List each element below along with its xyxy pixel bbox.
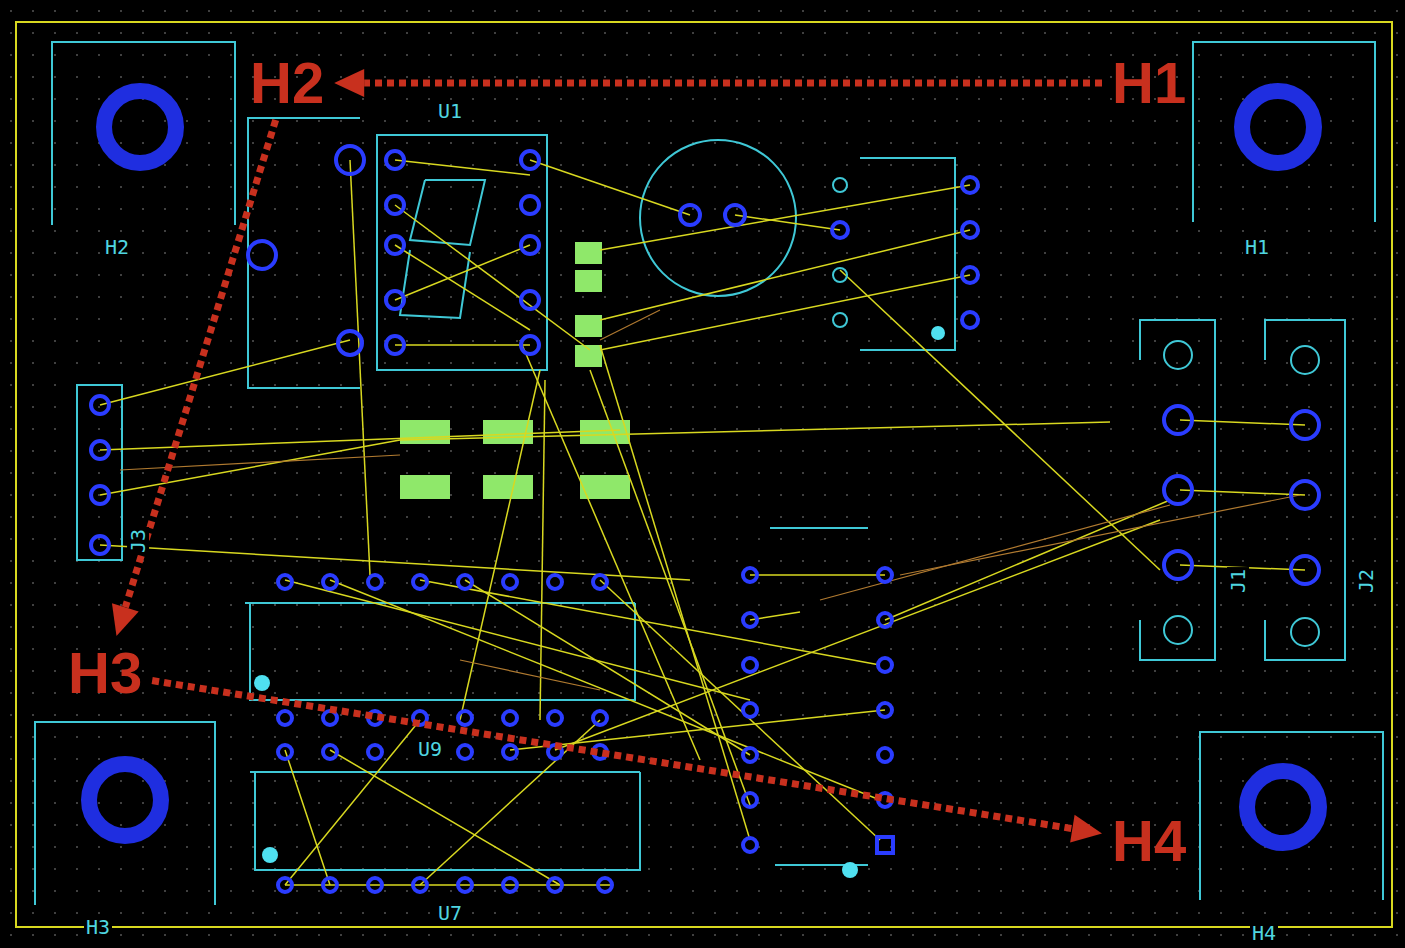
silkscreen-label: U7 [436,902,464,924]
dotted-arrow [334,69,1102,97]
arrow-line [364,80,1102,87]
silkscreen-label: J2 [1355,567,1377,595]
arrow-line [152,681,1072,829]
silkscreen-label: U1 [436,100,464,122]
hole-label: H2 [246,52,328,114]
dotted-arrow [152,681,1102,843]
silkscreen-label: H4 [1250,922,1278,944]
arrow-head [1070,815,1102,843]
silkscreen-label: H3 [84,916,112,938]
silkscreen-label: J3 [127,527,149,555]
arrow-head [334,69,364,97]
arrow-head [112,603,139,636]
silkscreen-label: H2 [103,236,131,258]
silkscreen-label: H1 [1243,236,1271,258]
arrow-line [125,120,275,607]
hole-name: H3 [64,642,146,704]
dotted-arrow [112,120,276,636]
hole-label: H3 [64,642,146,704]
hole-name: H1 [1108,52,1190,114]
silkscreen-label: J1 [1227,567,1249,595]
hole-name: H4 [1108,810,1190,872]
hole-label: H4 [1108,810,1190,872]
silkscreen-label: U9 [416,738,444,760]
hole-label: H1 [1108,52,1190,114]
hole-name: H2 [246,52,328,114]
